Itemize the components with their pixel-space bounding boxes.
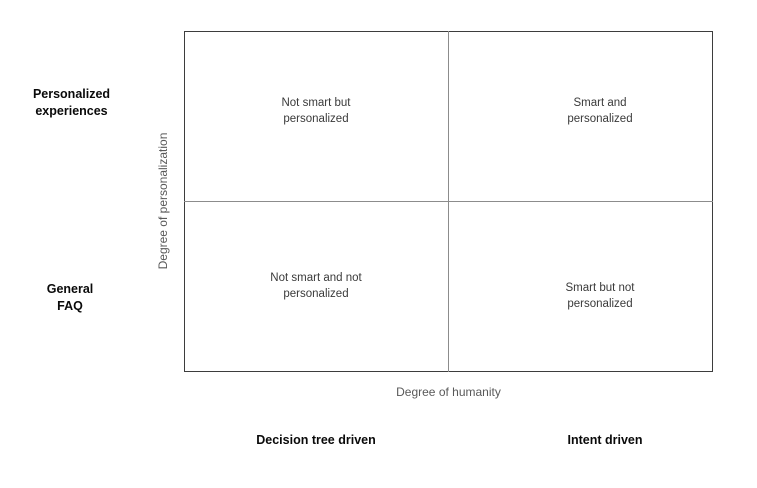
quadrant-bottom-right-label: Smart but not personalized — [565, 282, 635, 310]
x-axis-high-label: Intent driven — [567, 433, 643, 447]
quadrant-bottom-left-label: Not smart and not personalized — [270, 272, 362, 300]
quadrant-top-left-label: Not smart but personalized — [281, 97, 351, 125]
x-axis-label: Degree of humanity — [396, 385, 501, 399]
y-axis-high-label: Personalized experiences — [32, 87, 111, 118]
y-axis-label: Degree of personalization — [156, 132, 170, 270]
y-axis-low-label: General FAQ — [46, 282, 94, 313]
quadrant-top-right-label: Smart and personalized — [567, 97, 633, 125]
x-axis-low-label: Decision tree driven — [256, 433, 376, 447]
horizontal-divider-line — [184, 201, 713, 202]
